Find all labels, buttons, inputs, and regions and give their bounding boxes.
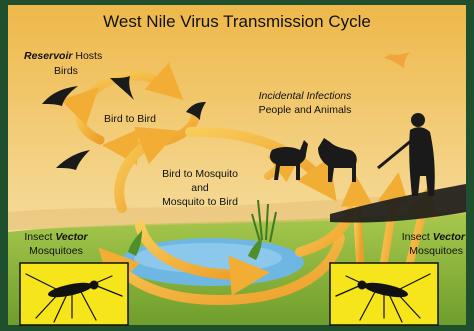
bird-mosquito-line2: and bbox=[191, 182, 209, 194]
reservoir-birds-label: Birds bbox=[54, 65, 78, 77]
vector-left-mosquitoes: Mosquitoes bbox=[29, 245, 83, 257]
reservoir-emphasis: Reservoir bbox=[24, 50, 73, 62]
vector-right-mosquitoes: Mosquitoes bbox=[409, 245, 463, 257]
bird-to-bird-label: Bird to Bird bbox=[104, 113, 156, 125]
bird-mosquito-line1: Bird to Mosquito bbox=[162, 168, 238, 180]
reservoir-rest: Hosts bbox=[72, 50, 102, 62]
mosquito-box-right bbox=[330, 263, 438, 325]
vector-right-label: Insect Vector bbox=[402, 231, 466, 243]
incidental-label-line2: People and Animals bbox=[259, 104, 352, 116]
vector-left-pre: Insect bbox=[24, 231, 55, 243]
reservoir-label: Reservoir Hosts bbox=[24, 50, 102, 62]
vector-left-label: Insect Vector bbox=[24, 231, 88, 243]
vector-right-emphasis: Vector bbox=[433, 231, 466, 243]
diagram-title: West Nile Virus Transmission Cycle bbox=[103, 12, 371, 31]
bird-mosquito-line3: Mosquito to Bird bbox=[162, 196, 238, 208]
vector-left-emphasis: Vector bbox=[55, 231, 88, 243]
incidental-label-line1: Incidental Infections bbox=[259, 90, 353, 102]
vector-right-pre: Insect bbox=[402, 231, 433, 243]
mosquito-box-left bbox=[20, 263, 128, 325]
